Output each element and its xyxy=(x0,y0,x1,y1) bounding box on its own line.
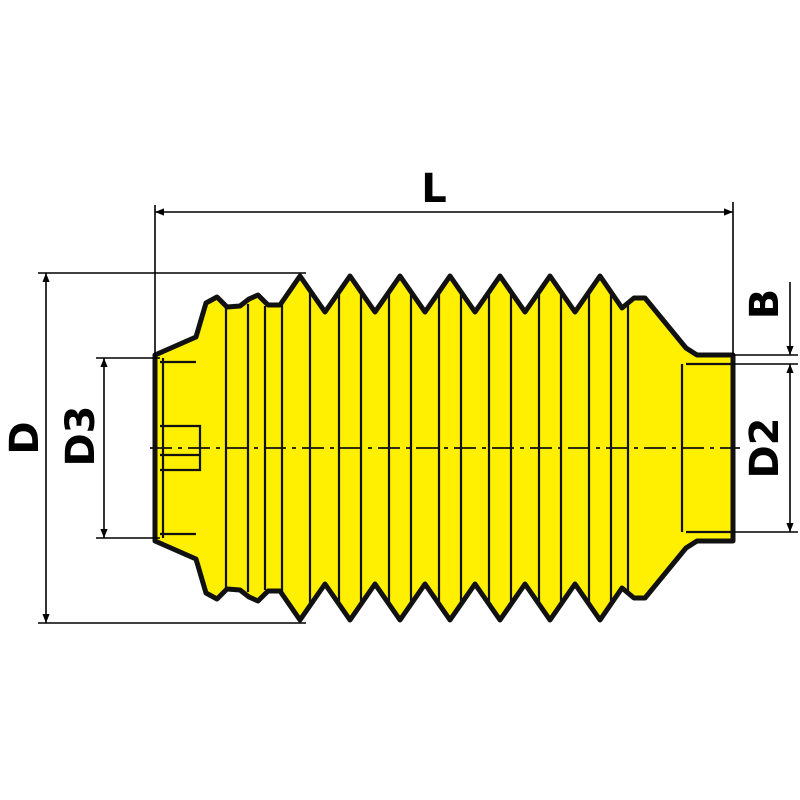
dimension-outer-diameter xyxy=(38,272,306,624)
dimension-length xyxy=(154,202,734,358)
dimension-inner-diameter-right xyxy=(733,282,798,533)
inner-diameter-right-label: D2 xyxy=(742,417,788,478)
inner-diameter-left-label: D3 xyxy=(58,405,104,466)
dimension-inner-diameter-left xyxy=(96,357,160,539)
outer-diameter-label: D xyxy=(2,421,48,454)
length-label: L xyxy=(421,166,447,212)
collar-width-label: B xyxy=(742,289,788,320)
